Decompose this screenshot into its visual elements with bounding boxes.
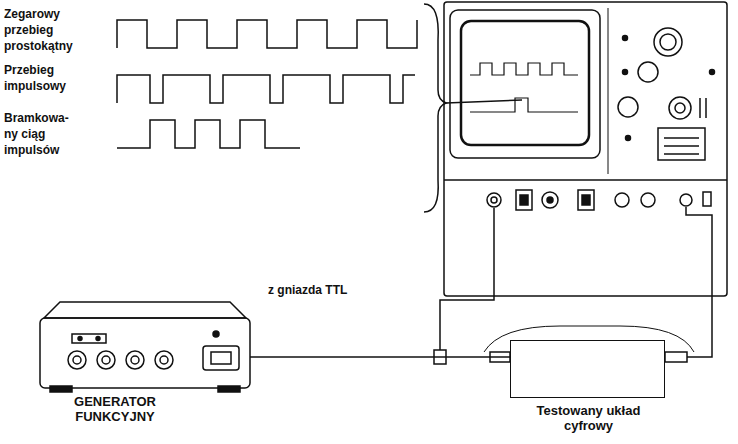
function-generator-part [218, 386, 240, 392]
oscilloscope-part [705, 98, 707, 118]
oscilloscope-part [444, 179, 727, 181]
oscilloscope-part [710, 70, 715, 75]
oscilloscope-part [578, 190, 594, 210]
oscilloscope [444, 2, 727, 296]
oscilloscope-part [487, 193, 501, 207]
circuit-box: Testowany układ cyfrowy [510, 340, 665, 398]
function-generator-part [203, 346, 239, 370]
oscilloscope-part [654, 28, 682, 56]
function-generator-part [211, 352, 231, 364]
cable-part [440, 208, 494, 350]
oscilloscope-part [470, 98, 578, 112]
function-generator-part [102, 356, 110, 364]
function-generator-part [97, 351, 115, 369]
oscilloscope-part [658, 128, 705, 160]
function-generator-part [213, 331, 219, 337]
function-generator-part [73, 356, 81, 364]
generator-body: GENERATOR FUNKCYJNY [40, 302, 250, 388]
cable-part [686, 207, 712, 357]
oscilloscope-part [623, 70, 628, 75]
waveform-part [117, 75, 415, 103]
cable-part [665, 352, 687, 362]
waveform-label: Zegarowy przebieg prostokątny [4, 6, 104, 54]
oscilloscope-part [660, 34, 676, 50]
function-generator-part [44, 302, 246, 318]
function-generator-part [40, 318, 250, 388]
socket-label: z gniazda TTL [268, 282, 347, 298]
oscilloscope-part [450, 10, 600, 158]
oscilloscope-part [615, 193, 629, 207]
waveform-part [117, 20, 417, 48]
oscilloscope-part [641, 193, 655, 207]
oscilloscope-part [664, 153, 699, 155]
function-generator [40, 302, 250, 392]
oscilloscope-part [664, 145, 699, 147]
oscilloscope-part [623, 36, 628, 41]
brace-part [424, 4, 446, 212]
oscilloscope-part [638, 62, 658, 82]
oscilloscope-part [703, 192, 711, 206]
function-generator-part [126, 351, 144, 369]
function-generator-part [50, 386, 72, 392]
waveform-label: Przebieg impulsowy [4, 62, 104, 94]
function-generator-part [78, 337, 82, 341]
oscilloscope-part [608, 8, 609, 174]
oscilloscope-part [699, 98, 701, 118]
waveform [117, 20, 417, 148]
oscilloscope-part [520, 195, 528, 205]
waveform-part [117, 120, 300, 148]
oscilloscope-part [461, 21, 589, 145]
oscilloscope-part [444, 2, 727, 296]
oscilloscope-part [664, 137, 699, 139]
oscilloscope-part [618, 97, 638, 117]
function-generator-part [68, 351, 86, 369]
oscilloscope-part [516, 190, 532, 210]
oscilloscope-part [680, 194, 692, 206]
oscilloscope-part [491, 197, 497, 203]
oscilloscope-part [582, 195, 590, 205]
oscilloscope-part [626, 136, 631, 141]
oscilloscope-part [542, 192, 558, 208]
oscilloscope-part [675, 103, 685, 113]
brace [424, 4, 522, 212]
function-generator-part [155, 351, 173, 369]
brace-part [446, 100, 522, 103]
oscilloscope-part [669, 97, 691, 119]
signal-cable [250, 356, 510, 358]
function-generator-part [160, 356, 168, 364]
function-generator-part [96, 337, 100, 341]
function-generator-part [131, 356, 139, 364]
oscilloscope-part [470, 63, 578, 75]
oscilloscope-part [547, 197, 553, 203]
device-caption: Testowany układ cyfrowy [511, 403, 666, 433]
waveform-label: Bramkowa- ny ciąg impulsów [4, 110, 76, 158]
device-caption: GENERATOR FUNKCYJNY [60, 394, 170, 424]
function-generator-part [72, 334, 106, 343]
